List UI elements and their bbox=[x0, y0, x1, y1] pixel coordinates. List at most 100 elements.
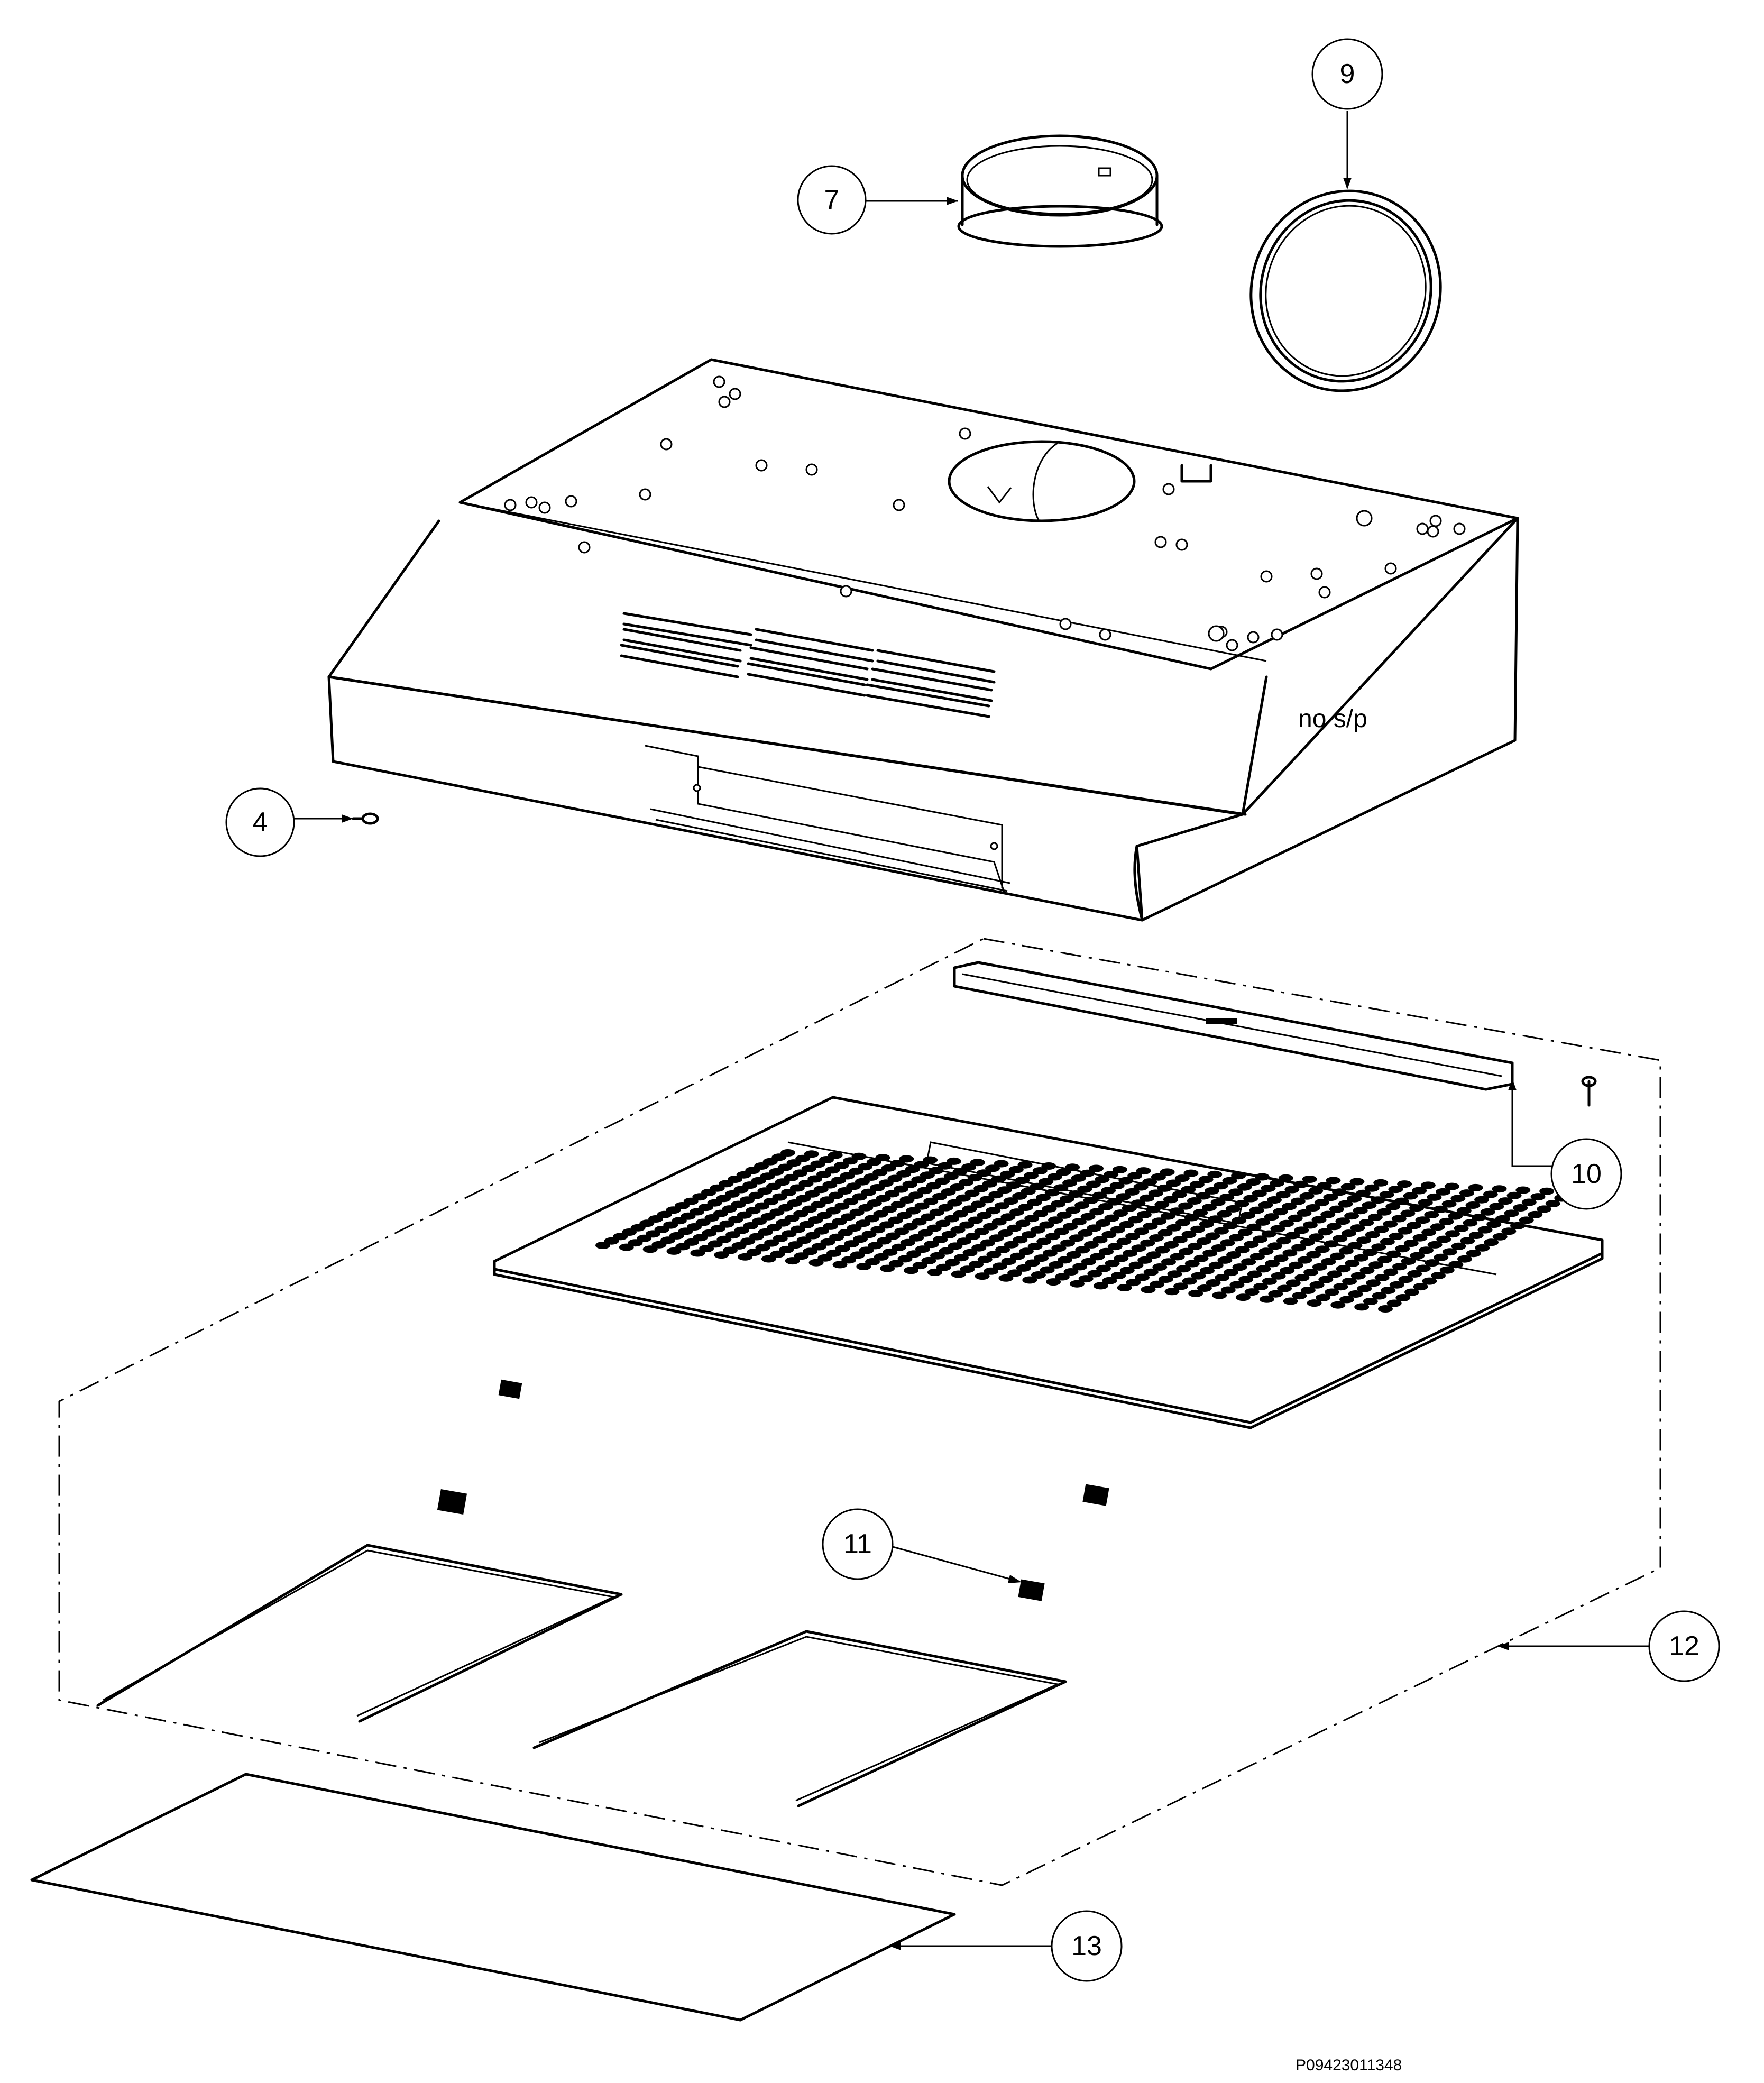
perforation-hole bbox=[921, 1256, 936, 1264]
mounting-holes bbox=[504, 375, 1466, 651]
perforation-hole bbox=[811, 1243, 826, 1251]
perforation-hole bbox=[1229, 1234, 1244, 1242]
perforation-hole bbox=[1152, 1263, 1168, 1271]
callout-13-label: 13 bbox=[1071, 1931, 1102, 1961]
perforation-hole bbox=[1042, 1249, 1058, 1257]
perforation-hole bbox=[1373, 1179, 1389, 1187]
perforation-hole bbox=[1326, 1177, 1341, 1185]
perforation-hole bbox=[1302, 1221, 1318, 1229]
perforation-hole bbox=[1146, 1251, 1161, 1259]
perforation-hole bbox=[1102, 1277, 1117, 1284]
perforation-hole bbox=[1107, 1198, 1122, 1206]
filter-clip bbox=[498, 1379, 522, 1399]
perforation-hole bbox=[1179, 1247, 1194, 1255]
callout-4-label: 4 bbox=[253, 807, 268, 838]
perforation-hole bbox=[1302, 1176, 1317, 1183]
perforation-hole bbox=[1398, 1276, 1413, 1283]
perforation-hole bbox=[1197, 1284, 1212, 1292]
perforation-hole bbox=[1445, 1230, 1460, 1238]
perforation-hole bbox=[1498, 1197, 1513, 1205]
screw bbox=[1581, 1076, 1597, 1107]
perforation-hole bbox=[888, 1216, 903, 1224]
callout-9-label: 9 bbox=[1340, 59, 1355, 89]
perforation-hole bbox=[1480, 1208, 1495, 1216]
perforation-hole bbox=[1140, 1239, 1155, 1247]
perforation-hole bbox=[874, 1253, 889, 1261]
perforation-hole bbox=[923, 1156, 938, 1164]
perforation-hole bbox=[1545, 1200, 1560, 1207]
perforation-hole bbox=[1078, 1275, 1094, 1283]
perforation-hole bbox=[935, 1219, 951, 1227]
perforation-hole bbox=[1412, 1234, 1428, 1242]
perforation-hole bbox=[817, 1254, 833, 1262]
perforation-hole bbox=[1356, 1236, 1372, 1244]
perforation-hole bbox=[808, 1216, 823, 1224]
perforation-hole bbox=[1456, 1207, 1472, 1215]
perforation-hole bbox=[1530, 1193, 1546, 1201]
perforation-hole bbox=[708, 1240, 723, 1248]
perforation-hole bbox=[1468, 1183, 1483, 1191]
perforation-hole bbox=[878, 1179, 894, 1187]
perforation-hole bbox=[1466, 1250, 1481, 1258]
perforation-hole bbox=[1439, 1266, 1455, 1274]
perforation-hole bbox=[1193, 1254, 1209, 1262]
perforation-hole bbox=[864, 1215, 879, 1223]
perforation-hole bbox=[897, 1255, 913, 1263]
perforation-hole bbox=[1262, 1277, 1277, 1285]
perforation-hole bbox=[1033, 1210, 1048, 1217]
perforation-hole bbox=[1036, 1194, 1051, 1201]
perforation-hole bbox=[1329, 1205, 1344, 1213]
perforation-hole bbox=[1521, 1198, 1537, 1206]
perforation-hole bbox=[1012, 1192, 1027, 1200]
perforation-hole bbox=[1318, 1276, 1334, 1283]
perforation-hole bbox=[1021, 1187, 1036, 1195]
perforation-hole bbox=[1188, 1289, 1203, 1297]
perforation-hole bbox=[1349, 1178, 1365, 1186]
perforation-hole bbox=[716, 1235, 732, 1243]
perforation-hole bbox=[1388, 1186, 1403, 1194]
perforation-hole bbox=[1395, 1245, 1410, 1253]
perforation-hole bbox=[892, 1243, 906, 1251]
perforation-hole bbox=[1442, 1248, 1457, 1256]
perforation-hole bbox=[1315, 1245, 1330, 1253]
perforation-hole bbox=[722, 1246, 738, 1254]
perforation-hole bbox=[1255, 1218, 1271, 1226]
perforation-hole bbox=[991, 1175, 1006, 1183]
perforation-hole bbox=[1350, 1224, 1365, 1232]
perforation-hole bbox=[903, 1223, 918, 1231]
perforation-hole bbox=[1483, 1190, 1498, 1198]
callout-11-label: 11 bbox=[843, 1529, 872, 1559]
perforation-hole bbox=[888, 1260, 904, 1268]
perforation-hole bbox=[953, 1254, 969, 1262]
perforation-hole bbox=[1309, 1233, 1324, 1241]
perforation-hole bbox=[1198, 1176, 1214, 1183]
perforation-hole bbox=[941, 1188, 956, 1196]
perforation-hole bbox=[1371, 1243, 1386, 1251]
perforation-hole bbox=[1383, 1220, 1398, 1228]
perforation-hole bbox=[1160, 1212, 1175, 1220]
perforation-hole bbox=[870, 1184, 885, 1191]
perforation-hole bbox=[885, 1232, 901, 1240]
perforation-hole bbox=[866, 1158, 881, 1166]
perforation-hole bbox=[855, 1178, 870, 1186]
perforation-hole bbox=[1492, 1185, 1507, 1193]
perforation-hole bbox=[1183, 1169, 1199, 1177]
perforation-hole bbox=[1495, 1215, 1510, 1223]
perforation-hole bbox=[863, 1173, 879, 1181]
perforation-hole bbox=[912, 1262, 927, 1270]
perforation-hole bbox=[807, 1175, 823, 1183]
perforation-hole bbox=[1157, 1229, 1173, 1237]
perforation-hole bbox=[1119, 1221, 1134, 1228]
perforation-hole bbox=[796, 1236, 812, 1244]
perforation-hole bbox=[970, 1159, 985, 1167]
perforation-hole bbox=[1164, 1241, 1179, 1249]
perforation-hole bbox=[1163, 1196, 1178, 1204]
perforation-hole bbox=[1098, 1203, 1113, 1210]
perforation-hole bbox=[1333, 1235, 1348, 1243]
perforation-hole bbox=[1059, 1195, 1074, 1203]
perforation-hole bbox=[758, 1228, 773, 1236]
perforation-hole bbox=[1080, 1213, 1096, 1221]
perforation-hole bbox=[1306, 1251, 1321, 1259]
perforation-hole bbox=[1090, 1253, 1105, 1261]
perforation-hole bbox=[1234, 1200, 1250, 1208]
